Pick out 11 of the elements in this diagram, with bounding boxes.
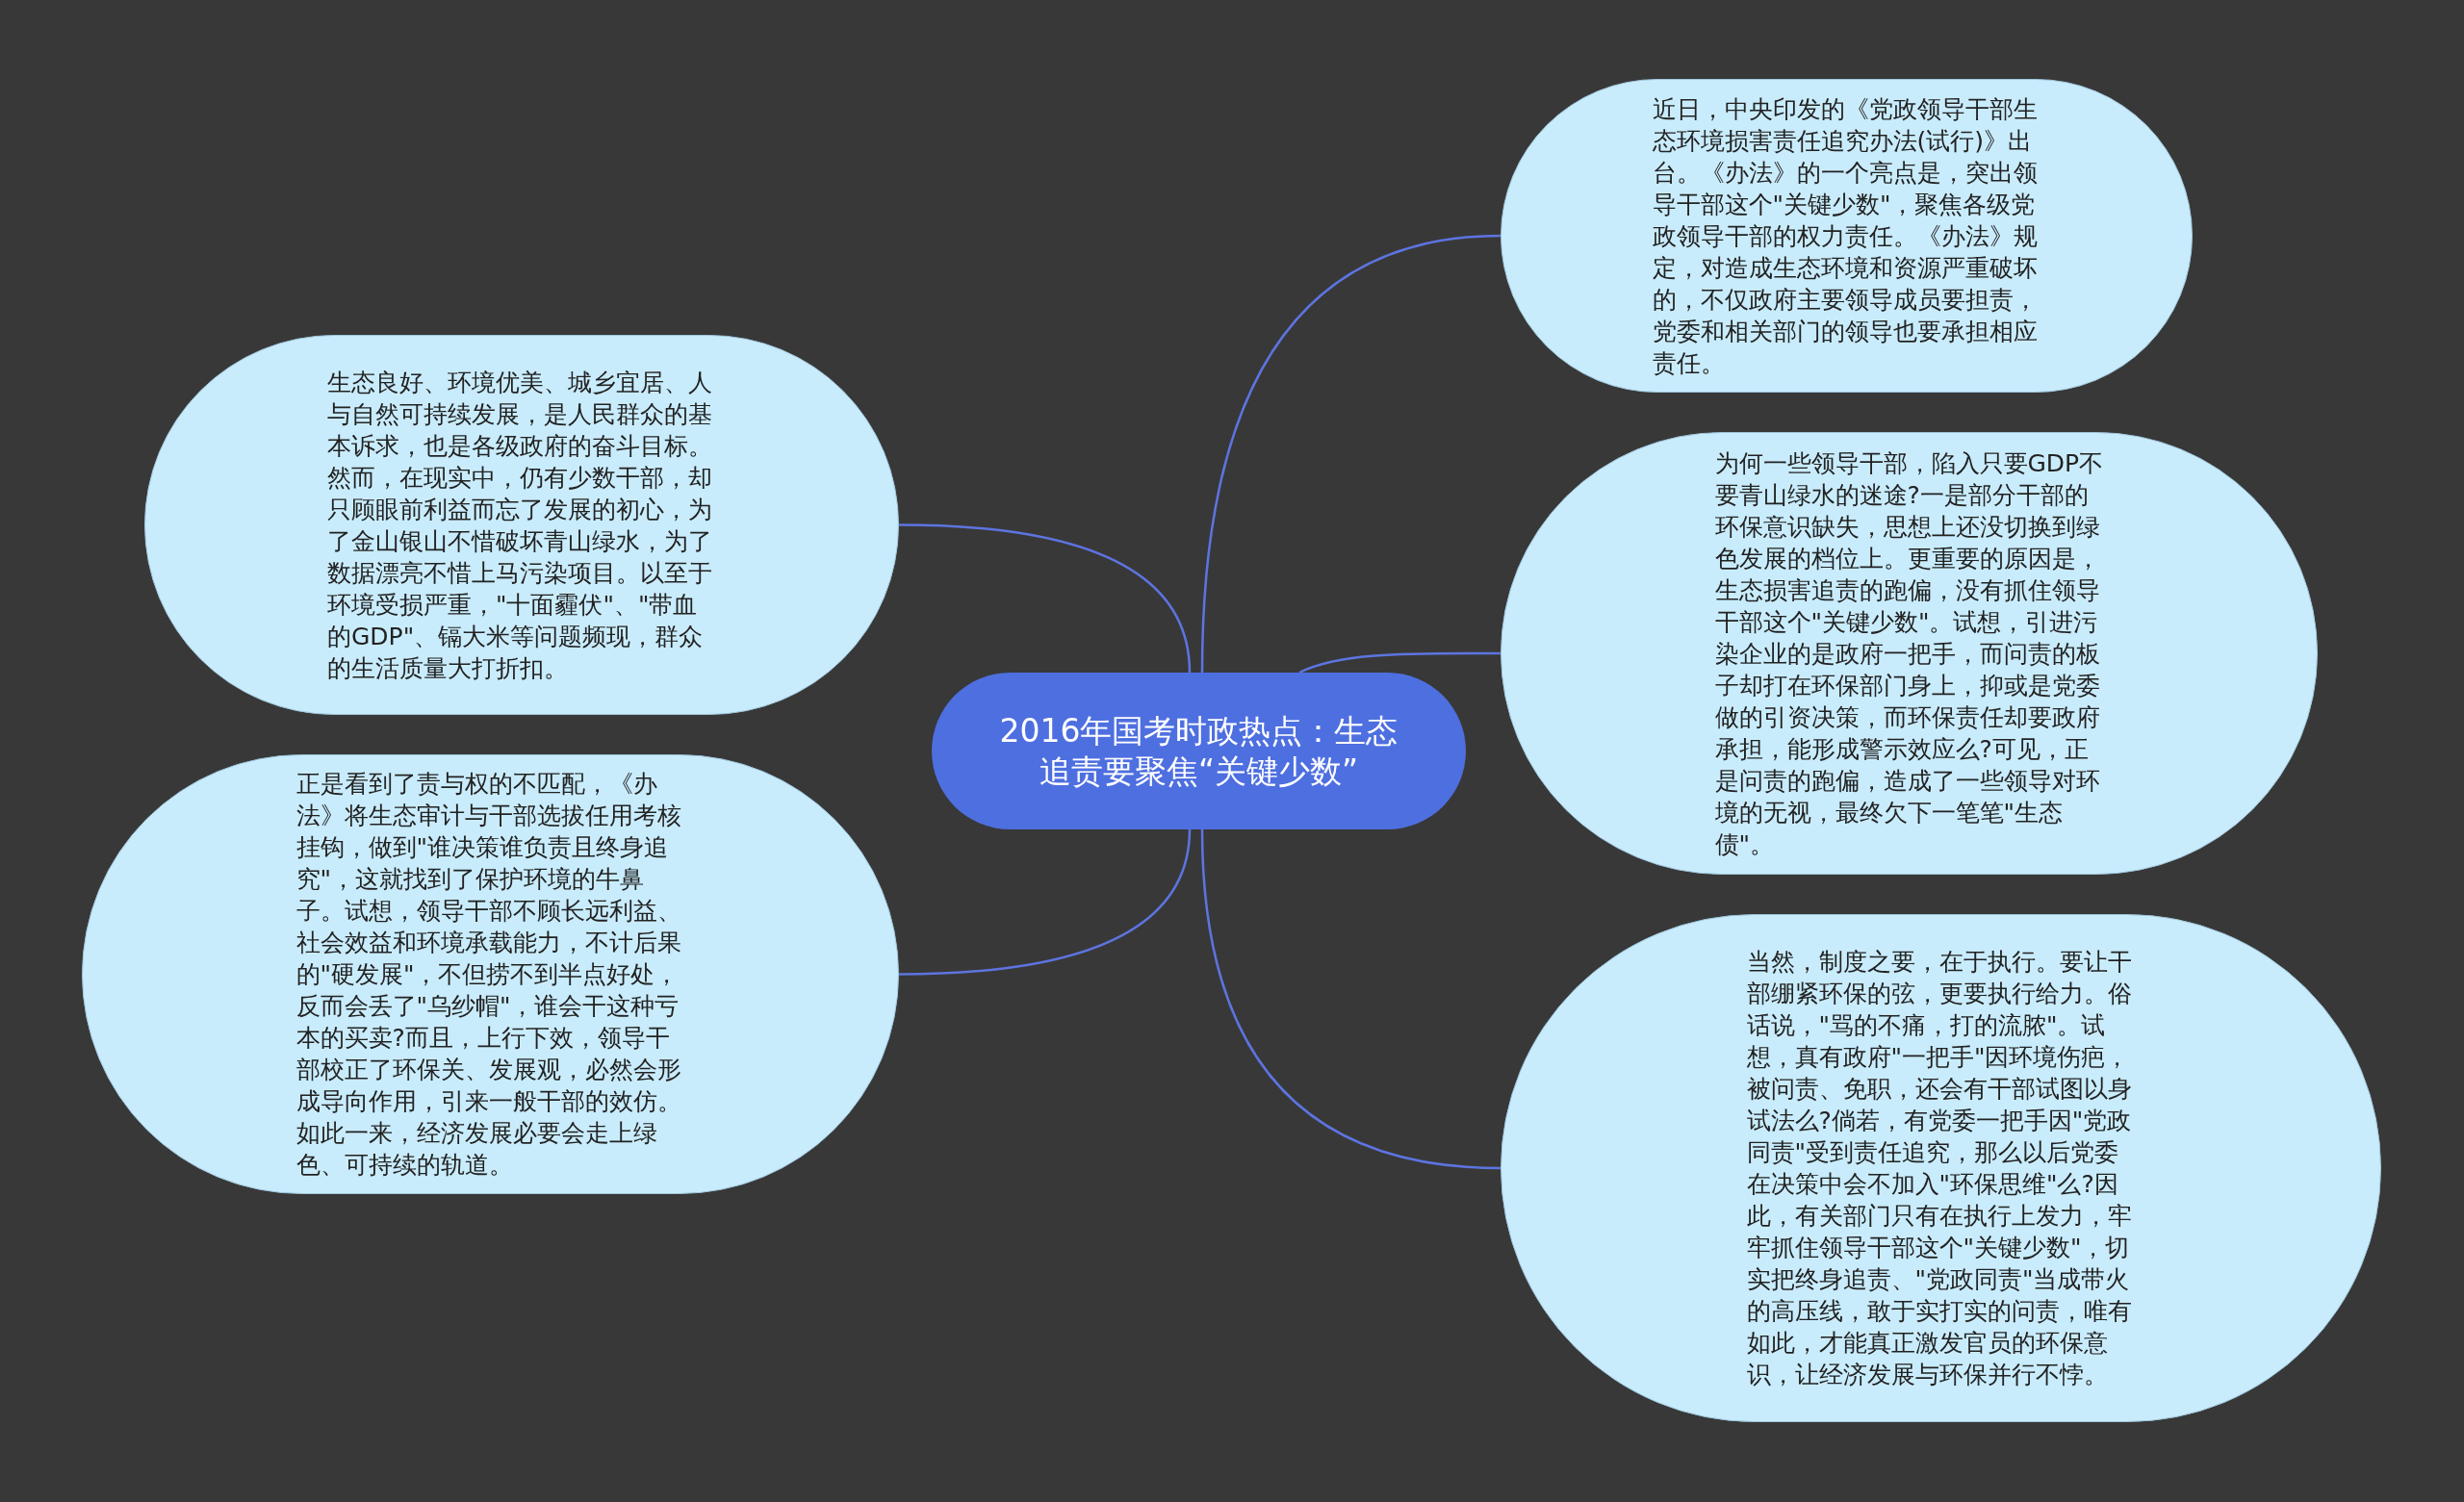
note-text: 当然，制度之要，在于执行。要让干部绷紧环保的弦，更要执行给力。俗话说，"骂的不痛，打的流脓"。试想，真有政府"一把手"因环境伤疤，被问责、免职，还会有干部试图以身试法么?倘若，有党委一把手因"党政同责"受到责任追究，那么以后党委在决策中会不加入"环保思维"么?因此，有关部门只有在执行上发力，牢牢抓住领导干部这个"关键少数"，切实把终身追责、"党政同责"当成带火的高压线，敢于实打实的问责，唯有如此，才能真正激发官员的环保意识，让经济发展与环保并行不悖。 — [1746, 947, 2133, 1390]
connector-curve — [1298, 651, 1501, 675]
connector-curve — [898, 523, 1192, 674]
note-text: 正是看到了责与权的不匹配，《办法》将生态审计与干部选拔任用考核挂钩，做到"谁决策谁负责且终身追究"，这就找到了保护环境的牛鼻子。试想，领导干部不顾长远利益、社会效益和环境承载能力，不计后果的"硬发展"，不但捞不到半点好处，反而会丢了"乌纱帽"，谁会干这种亏本的买卖?而且，上行下效，领导干部校正了环保关、发展观，必然会形成导向作用，引来一般干部的效仿。如此一来，经济发展必要会走上绿色、可持续的轨道。 — [295, 769, 682, 1181]
note-text: 为何一些领导干部，陷入只要GDP不要青山绿水的迷途?一是部分干部的环保意识缺失，思想上还没切换到绿色发展的档位上。更重要的原因是，生态损害追责的跑偏，没有抓住领导干部这个"关键少数"。试想，引进污染企业的是政府一把手，而问责的板子却打在环保部门身上，抑或是党委做的引资决策，而环保责任却要政府承担，能形成警示效应么?可见，正是问责的跑偏，造成了一些领导对环境的无视，最终欠下一笔笔"生态债"。 — [1714, 447, 2104, 860]
note-text: 生态良好、环境优美、城乡宜居、人与自然可持续发展，是人民群众的基本诉求，也是各级政府的奋斗目标。然而，在现实中，仍有少数干部，却只顾眼前利益而忘了发展的初心，为了金山银山不惜破坏青山绿水，为了数据漂亮不惜上马污染项目。以至于环境受损严重，"十面霾伏"、"带血的GDP"、镉大米等问题频现，群众的生活质量大打折扣。 — [327, 367, 713, 684]
connector-curve — [1200, 234, 1502, 674]
topic-title: 2016年国考时政热点：生态追责要聚焦“关键少数” — [998, 710, 1399, 792]
connector-curve — [1200, 828, 1502, 1170]
note-text: 近日，中央印发的《党政领导干部生态环境损害责任追究办法(试行)》出台。《办法》的一个亮点是，突出领导干部这个"关键少数"，聚焦各级党政领导干部的权力责任。《办法》规定，对造成生态环境和资源严重破坏的，不仅政府主要领导成员要担责，党委和相关部门的领导也要承担相应责任。 — [1652, 93, 2039, 379]
connector-curve — [898, 828, 1192, 976]
